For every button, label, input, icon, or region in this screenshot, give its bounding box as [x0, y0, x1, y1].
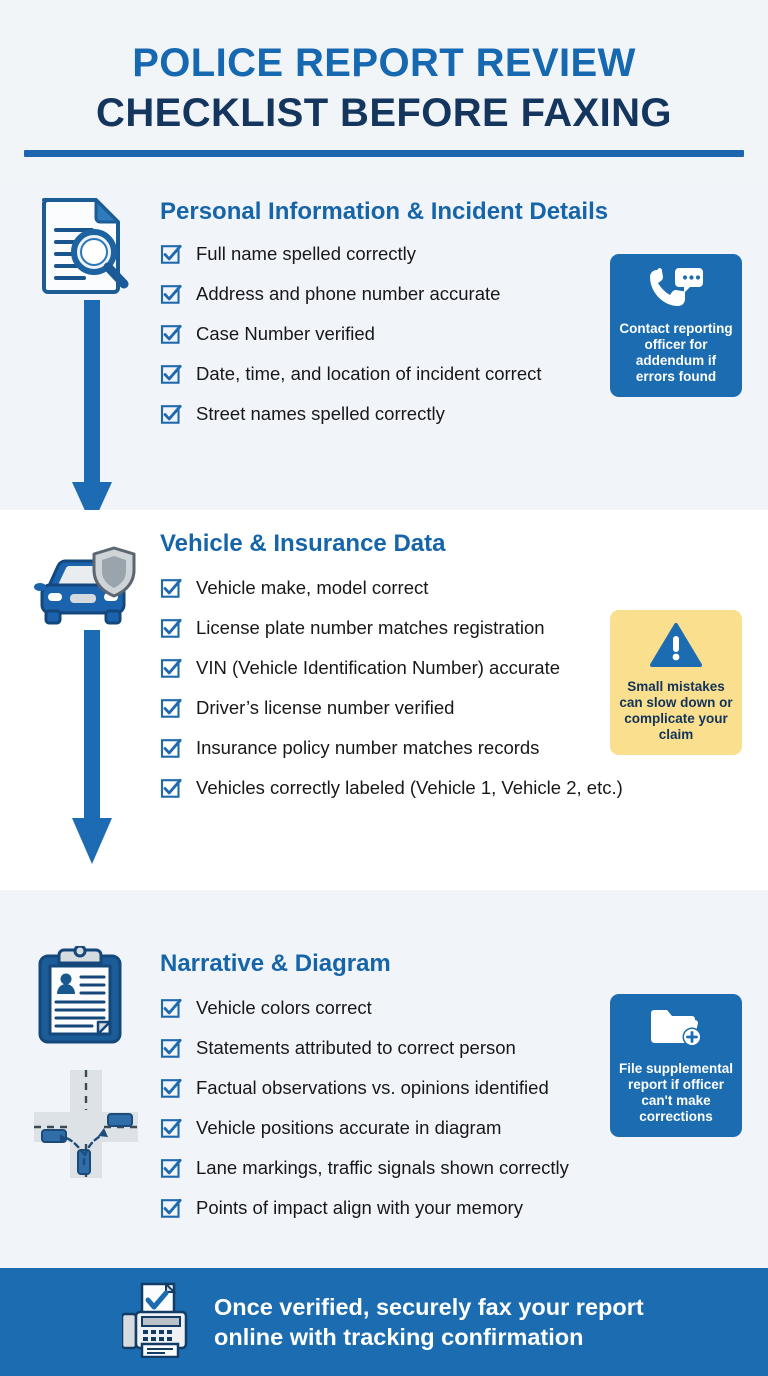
list-item[interactable]: Street names spelled correctly: [160, 394, 542, 434]
checkbox-icon[interactable]: [160, 1037, 182, 1059]
section-personal-information: Personal Information & Incident Details …: [0, 182, 768, 526]
folder-add-icon: [616, 1006, 736, 1055]
checkbox-icon[interactable]: [160, 283, 182, 305]
checkbox-icon[interactable]: [160, 323, 182, 345]
list-item[interactable]: License plate number matches registratio…: [160, 608, 623, 648]
checkbox-icon[interactable]: [160, 737, 182, 759]
section-heading: Narrative & Diagram: [160, 950, 391, 977]
list-item-label: Statements attributed to correct person: [196, 1036, 516, 1058]
footer-message: Once verified, securely fax your report …: [214, 1292, 644, 1352]
fax-machine-icon: [120, 1281, 192, 1363]
checkbox-icon[interactable]: [160, 1157, 182, 1179]
checkbox-icon[interactable]: [160, 777, 182, 799]
clipboard-person-icon: [34, 944, 126, 1051]
checkbox-icon[interactable]: [160, 1077, 182, 1099]
callout-file-supplemental[interactable]: File supplemental report if officer can'…: [610, 994, 742, 1137]
checklist-personal-information: Full name spelled correctly Address and …: [160, 234, 542, 434]
checkbox-icon[interactable]: [160, 243, 182, 265]
title-divider: [24, 150, 744, 157]
section-narrative-diagram: Narrative & Diagram Vehicle colors corre…: [0, 890, 768, 1268]
list-item-label: Insurance policy number matches records: [196, 736, 540, 758]
checkbox-icon[interactable]: [160, 617, 182, 639]
list-item-label: Lane markings, traffic signals shown cor…: [196, 1156, 569, 1178]
section-heading: Personal Information & Incident Details: [160, 198, 609, 225]
list-item-label: Vehicles correctly labeled (Vehicle 1, V…: [196, 776, 623, 798]
list-item[interactable]: Date, time, and location of incident cor…: [160, 354, 542, 394]
list-item-label: Vehicle make, model correct: [196, 576, 429, 598]
checklist-vehicle-insurance: Vehicle make, model correct License plat…: [160, 568, 623, 808]
list-item-label: Case Number verified: [196, 322, 375, 344]
checkbox-icon[interactable]: [160, 363, 182, 385]
footer-message-line2: online with tracking confirmation: [214, 1324, 584, 1350]
list-item-label: Driver’s license number verified: [196, 696, 455, 718]
list-item-label: Address and phone number accurate: [196, 282, 501, 304]
list-item[interactable]: Statements attributed to correct person: [160, 1028, 569, 1068]
list-item-label: Full name spelled correctly: [196, 242, 417, 264]
callout-small-mistakes[interactable]: Small mistakes can slow down or complica…: [610, 610, 742, 755]
document-magnifier-icon: [34, 194, 130, 299]
list-item-label: Street names spelled correctly: [196, 402, 445, 424]
list-item[interactable]: Vehicles correctly labeled (Vehicle 1, V…: [160, 768, 623, 808]
callout-text: Contact reporting officer for addendum i…: [619, 321, 733, 384]
footer-message-line1: Once verified, securely fax your report: [214, 1293, 644, 1320]
list-item[interactable]: Insurance policy number matches records: [160, 728, 623, 768]
callout-contact-officer[interactable]: Contact reporting officer for addendum i…: [610, 254, 742, 397]
list-item[interactable]: Driver’s license number verified: [160, 688, 623, 728]
list-item[interactable]: Vehicle positions accurate in diagram: [160, 1108, 569, 1148]
checkbox-icon[interactable]: [160, 403, 182, 425]
footer-banner: Once verified, securely fax your report …: [0, 1268, 768, 1376]
checkbox-icon[interactable]: [160, 657, 182, 679]
header: POLICE REPORT REVIEW CHECKLIST BEFORE FA…: [0, 0, 768, 182]
checkbox-icon[interactable]: [160, 1197, 182, 1219]
list-item-label: Vehicle positions accurate in diagram: [196, 1116, 502, 1138]
arrow-section2-to-section3: [70, 630, 114, 871]
list-item-label: Points of impact align with your memory: [196, 1196, 523, 1218]
list-item[interactable]: Vehicle make, model correct: [160, 568, 623, 608]
list-item[interactable]: Vehicle colors correct: [160, 988, 569, 1028]
warning-triangle-icon: [616, 622, 736, 673]
callout-text: File supplemental report if officer can'…: [618, 1061, 734, 1124]
list-item[interactable]: VIN (Vehicle Identification Number) accu…: [160, 648, 623, 688]
page-title-line1: POLICE REPORT REVIEW: [132, 41, 636, 85]
car-shield-icon: [34, 542, 142, 639]
phone-chat-icon: [616, 266, 736, 315]
list-item-label: License plate number matches registratio…: [196, 616, 545, 638]
checkbox-icon[interactable]: [160, 577, 182, 599]
list-item-label: Factual observations vs. opinions identi…: [196, 1076, 549, 1098]
intersection-diagram-icon: [34, 1070, 138, 1183]
list-item[interactable]: Address and phone number accurate: [160, 274, 542, 314]
list-item[interactable]: Full name spelled correctly: [160, 234, 542, 274]
checklist-narrative-diagram: Vehicle colors correct Statements attrib…: [160, 988, 569, 1228]
checkbox-icon[interactable]: [160, 997, 182, 1019]
list-item[interactable]: Factual observations vs. opinions identi…: [160, 1068, 569, 1108]
section-heading: Vehicle & Insurance Data: [160, 530, 446, 557]
list-item-label: Date, time, and location of incident cor…: [196, 362, 542, 384]
list-item[interactable]: Points of impact align with your memory: [160, 1188, 569, 1228]
list-item-label: Vehicle colors correct: [196, 996, 372, 1018]
section-vehicle-insurance: Vehicle & Insurance Data Vehicle make, m…: [0, 510, 768, 890]
list-item-label: VIN (Vehicle Identification Number) accu…: [196, 656, 561, 678]
list-item[interactable]: Case Number verified: [160, 314, 542, 354]
arrow-section1-to-section2: [70, 300, 114, 533]
page-title-line2: CHECKLIST BEFORE FAXING: [96, 91, 672, 135]
checkbox-icon[interactable]: [160, 1117, 182, 1139]
list-item[interactable]: Lane markings, traffic signals shown cor…: [160, 1148, 569, 1188]
callout-text: Small mistakes can slow down or complica…: [619, 679, 733, 742]
checkbox-icon[interactable]: [160, 697, 182, 719]
